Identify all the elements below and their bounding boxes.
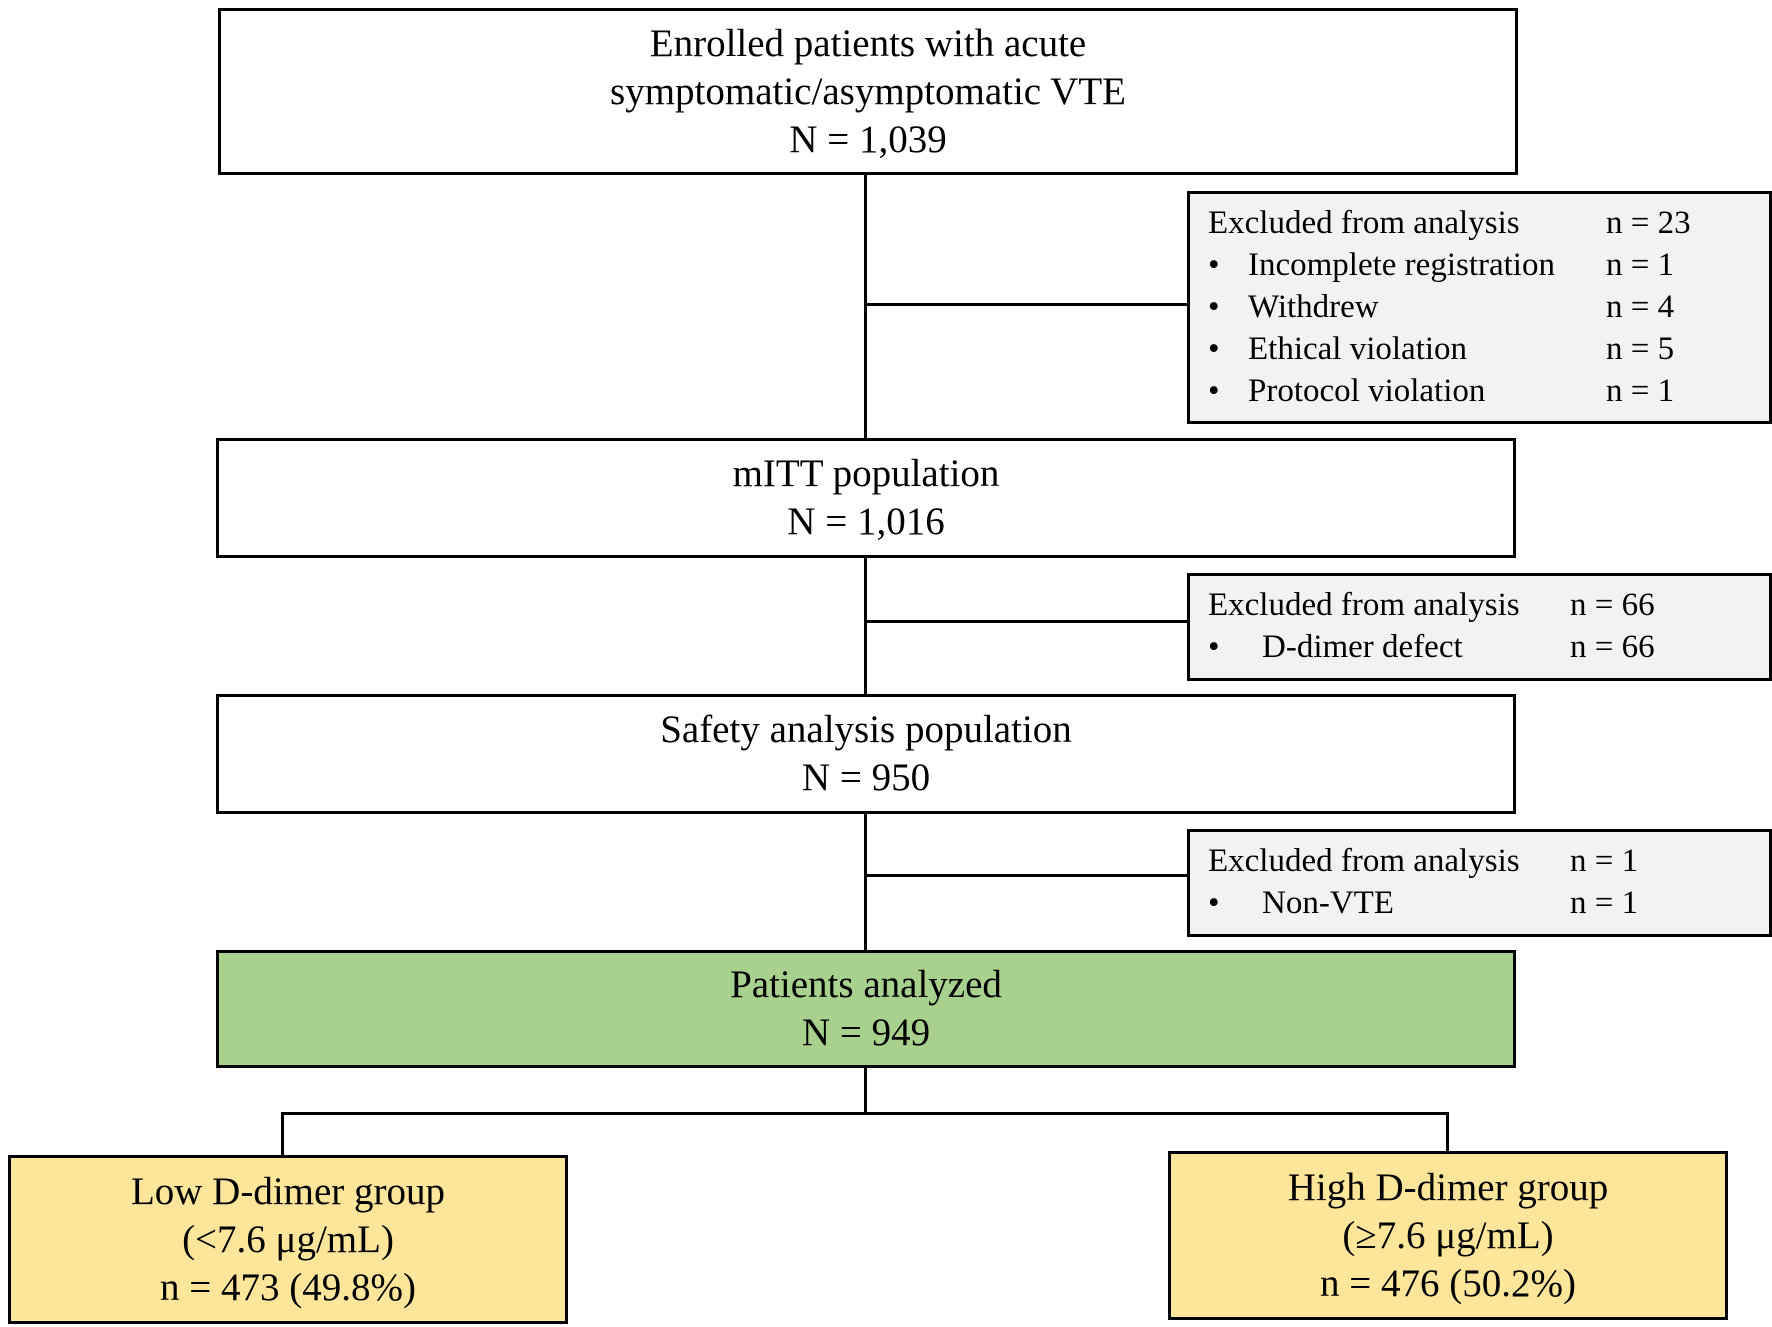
exclusion-1-item-count: n = 5: [1606, 331, 1675, 367]
high-group-title: High D-dimer group: [1287, 1165, 1609, 1209]
exclusion-3-total: n = 1: [1570, 843, 1639, 879]
exclusion-3-item-label: Non-VTE: [1262, 885, 1394, 921]
exclusion-1-item-count: n = 1: [1606, 247, 1675, 283]
mitt-title: mITT population: [732, 452, 1000, 495]
analyzed-count: N = 949: [801, 1011, 931, 1054]
mitt-count: N = 1,016: [787, 500, 945, 543]
connector-to-low-group: [281, 1112, 284, 1158]
safety-population-box: Safety analysis population N = 950: [216, 694, 1516, 814]
bullet-icon: •: [1208, 247, 1220, 283]
patients-analyzed-box: Patients analyzed N = 949: [216, 950, 1516, 1068]
enrolled-count: N = 1,039: [789, 117, 947, 161]
connector-exclusion1: [864, 303, 1188, 306]
exclusion-1-item: • Protocol violation n = 1: [1190, 370, 1769, 412]
exclusion-2-item-count: n = 66: [1570, 629, 1655, 665]
low-group-count: n = 473 (49.8%): [160, 1265, 416, 1309]
connector-exclusion2: [864, 620, 1188, 623]
connector-analyzed-split: [864, 1066, 867, 1114]
bullet-icon: •: [1208, 629, 1220, 665]
exclusion-1-total: n = 23: [1606, 205, 1691, 241]
low-group-title: Low D-dimer group: [130, 1169, 446, 1213]
exclusion-2-item: • D-dimer defect n = 66: [1190, 626, 1769, 668]
bullet-icon: •: [1208, 373, 1220, 409]
low-d-dimer-group-box: Low D-dimer group (<7.6 μg/mL) n = 473 (…: [8, 1155, 568, 1324]
exclusion-1-item: • Withdrew n = 4: [1190, 286, 1769, 328]
connector-mitt-safety: [864, 555, 867, 695]
safety-title: Safety analysis population: [660, 708, 1072, 751]
connector-safety-analyzed: [864, 811, 867, 951]
exclusion-3-item: • Non-VTE n = 1: [1190, 882, 1769, 924]
enrolled-line2: symptomatic/asymptomatic VTE: [610, 69, 1126, 113]
connector-exclusion3: [864, 874, 1188, 877]
high-group-range: (≥7.6 μg/mL): [1342, 1213, 1554, 1257]
exclusion-1-item-count: n = 1: [1606, 373, 1675, 409]
high-group-count: n = 476 (50.2%): [1320, 1261, 1576, 1305]
exclusion-1-item-label: Ethical violation: [1248, 331, 1468, 367]
exclusion-3-header: Excluded from analysis n = 1: [1190, 840, 1769, 882]
exclusion-2-header: Excluded from analysis n = 66: [1190, 584, 1769, 626]
exclusion-box-1: Excluded from analysis n = 23 • Incomple…: [1187, 191, 1772, 424]
bullet-icon: •: [1208, 885, 1220, 921]
bullet-icon: •: [1208, 331, 1220, 367]
connector-enrolled-mitt: [864, 165, 867, 438]
exclusion-3-title: Excluded from analysis: [1208, 843, 1520, 879]
bullet-icon: •: [1208, 289, 1220, 325]
exclusion-1-item-label: Incomplete registration: [1248, 247, 1555, 283]
mitt-population-box: mITT population N = 1,016: [216, 438, 1516, 558]
exclusion-2-total: n = 66: [1570, 587, 1655, 623]
exclusion-1-item-count: n = 4: [1606, 289, 1675, 325]
exclusion-3-item-count: n = 1: [1570, 885, 1639, 921]
enrolled-line1: Enrolled patients with acute: [649, 21, 1087, 65]
exclusion-1-item-label: Protocol violation: [1248, 373, 1486, 409]
low-group-range: (<7.6 μg/mL): [182, 1217, 394, 1261]
connector-split-horizontal: [281, 1112, 1449, 1115]
exclusion-2-item-label: D-dimer defect: [1262, 629, 1463, 665]
analyzed-title: Patients analyzed: [730, 963, 1002, 1006]
high-d-dimer-group-box: High D-dimer group (≥7.6 μg/mL) n = 476 …: [1168, 1151, 1728, 1320]
exclusion-1-item: • Incomplete registration n = 1: [1190, 244, 1769, 286]
enrolled-patients-box: Enrolled patients with acute symptomatic…: [218, 8, 1518, 175]
exclusion-box-3: Excluded from analysis n = 1 • Non-VTE n…: [1187, 829, 1772, 937]
exclusion-1-header: Excluded from analysis n = 23: [1190, 202, 1769, 244]
safety-count: N = 950: [801, 756, 931, 799]
exclusion-1-item: • Ethical violation n = 5: [1190, 328, 1769, 370]
exclusion-1-item-label: Withdrew: [1248, 289, 1379, 325]
exclusion-2-title: Excluded from analysis: [1208, 587, 1520, 623]
connector-to-high-group: [1446, 1112, 1449, 1154]
exclusion-box-2: Excluded from analysis n = 66 • D-dimer …: [1187, 573, 1772, 681]
exclusion-1-title: Excluded from analysis: [1208, 205, 1520, 241]
